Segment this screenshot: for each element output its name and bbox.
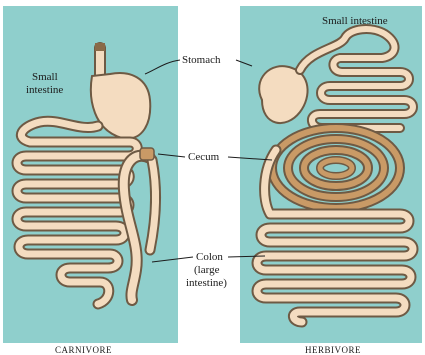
label-cecum: Cecum: [188, 151, 220, 163]
caption-carnivore: CARNIVORE: [55, 345, 112, 355]
label-small-intestine-left-line1: Small: [32, 71, 58, 83]
label-colon-line3: intestine): [186, 277, 227, 289]
caption-herbivore: HERBIVORE: [305, 345, 361, 355]
label-stomach: Stomach: [182, 54, 221, 66]
carnivore-cecum: [140, 148, 154, 160]
label-small-intestine-right: Small intestine: [322, 15, 388, 27]
label-small-intestine-left-line2: intestine: [26, 84, 63, 96]
label-small-intestine-left: Small intestine: [26, 71, 63, 96]
label-colon-line1: Colon: [196, 251, 223, 263]
label-colon-line2: (large: [194, 264, 220, 276]
